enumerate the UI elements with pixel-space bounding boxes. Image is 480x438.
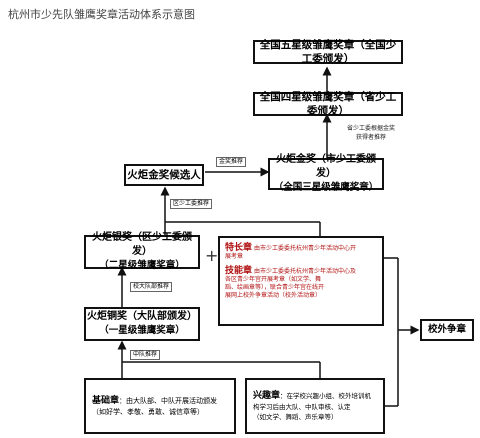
national4-label: 全国四星级雏鹰奖章（省少工委颁发） <box>259 91 397 117</box>
interest-text3: （如文学、舞蹈、声乐章等） <box>253 413 338 421</box>
ji-label: 技能章 <box>225 266 253 276</box>
silver-subtitle: （二星级雏鹰奖章） <box>99 260 185 271</box>
squad-recommend-tag: 中队推荐 <box>130 350 161 360</box>
outside-box: 校外争章 <box>420 319 474 341</box>
gold-box: 火炬金奖（市少工委颁发） （全国三星级雏鹰奖章） <box>268 154 384 193</box>
plus-sign: + <box>205 246 219 265</box>
candidate-box: 火炬金奖候选人 <box>124 164 204 186</box>
ji-text3: 蹈、绘画章等），联合青少年宫在线开 <box>225 284 325 291</box>
te-text2: 展考章 <box>225 253 244 260</box>
silver-box: 火炬银奖（区少工委颁发） （二星级雏鹰奖章） <box>84 232 200 271</box>
interest-box: 兴趣章：在学校兴趣小组、校外培训机 构学习后由大队、中队审核、认定 （如文学、舞… <box>245 378 385 434</box>
bronze-title: 火炬铜奖（大队部颁发） <box>87 311 197 322</box>
province-note-line2: 获得者推荐 <box>355 134 386 141</box>
te-text1: 由市少工委委托杭州青少年活动中心开 <box>253 245 356 252</box>
national5-box: 全国五星级雏鹰奖章（全国少工委颁发） <box>253 39 403 65</box>
interest-text2: 构学习后由大队、中队审核、认定 <box>253 403 351 411</box>
district-recommend-tag: 区少工委推荐 <box>170 199 213 209</box>
silver-title: 火炬银奖（区少工委颁发） <box>92 232 192 257</box>
gold-title: 火炬金奖（市少工委颁发） <box>276 154 376 179</box>
province-note-line1: 省少工委根据金奖 <box>346 125 395 132</box>
interest-text1: ：在学校兴趣小组、校外培训机 <box>280 392 372 400</box>
page-title: 杭州市少先队雏鹰奖章活动体系示意图 <box>8 8 195 21</box>
basic-label: 基础章 <box>92 395 120 406</box>
basic-text1: ：由大队部、中队开展活动颁发 <box>119 396 218 405</box>
gold-recommend-tag: 金奖推荐 <box>216 157 247 167</box>
te-label: 特长章 <box>225 243 253 253</box>
bronze-subtitle: （一星级雏鹰奖章） <box>99 325 185 336</box>
school-recommend-tag: 校大队部推荐 <box>130 282 173 292</box>
national4-box: 全国四星级雏鹰奖章（省少工委颁发） <box>253 91 403 117</box>
interest-label: 兴趣章 <box>253 391 281 401</box>
basic-box: 基础章：由大队部、中队开展活动颁发 （如好学、孝敬、勇敢、诚信章等） <box>84 378 236 434</box>
basic-text2: （如好学、孝敬、勇敢、诚信章等） <box>92 407 204 416</box>
gold-subtitle: （全国三星级雏鹰奖章） <box>273 182 379 193</box>
province-note: 省少工委根据金奖 获得者推荐 <box>336 124 406 142</box>
ji-text2: 各区青少年宫开展考章（如文学、舞 <box>225 276 322 283</box>
ji-text4: 展网上校外争章活动（校外活动章） <box>225 292 322 299</box>
candidate-label: 火炬金奖候选人 <box>127 169 201 181</box>
special-box: 特长章 由市少工委委托杭州青少年活动中心开 展考章 技能章 由市少工委委托杭州青… <box>218 236 384 326</box>
national5-label: 全国五星级雏鹰奖章（全国少工委颁发） <box>259 39 397 65</box>
bronze-box: 火炬铜奖（大队部颁发） （一星级雏鹰奖章） <box>84 307 200 341</box>
ji-text1: 由市少工委委托杭州青少年活动中心及 <box>253 268 356 275</box>
outside-label: 校外争章 <box>427 324 466 335</box>
